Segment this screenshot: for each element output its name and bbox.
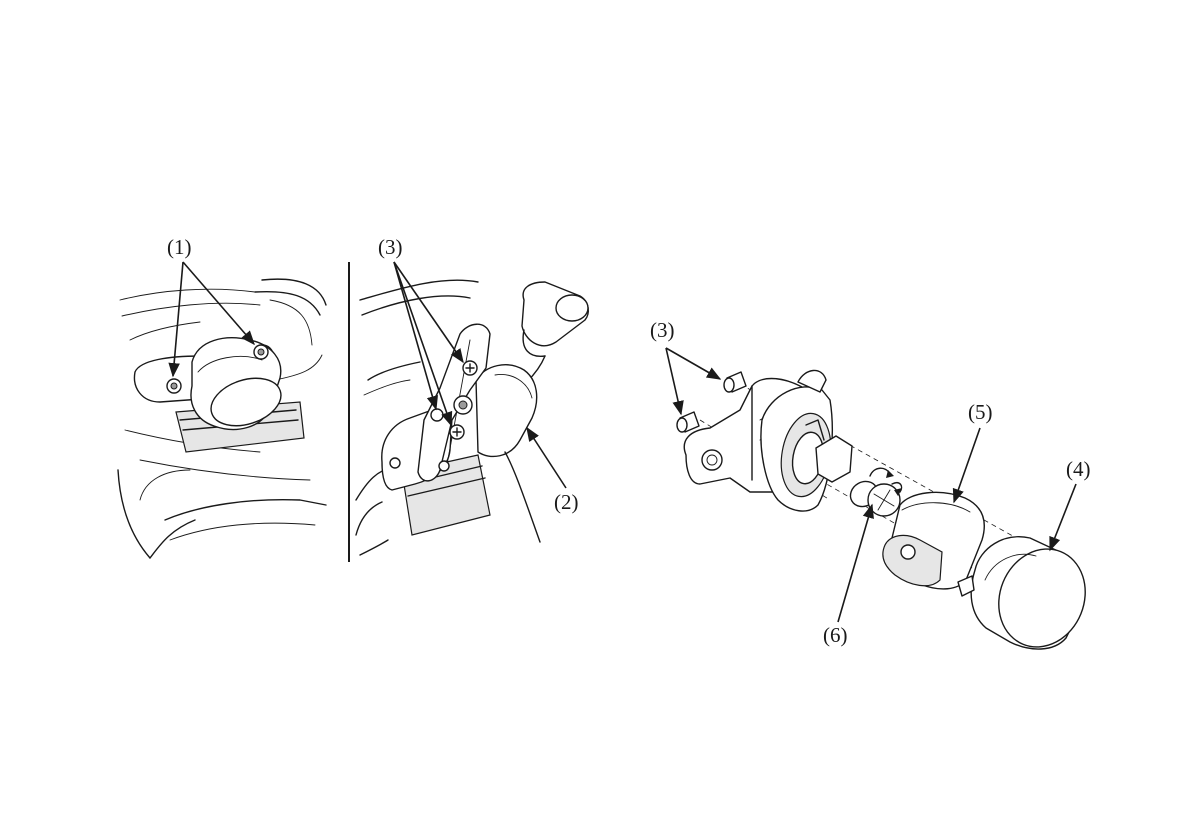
screw-upper bbox=[724, 372, 746, 392]
callout-label-6: (6) bbox=[823, 623, 848, 647]
callout-label-4: (4) bbox=[1066, 457, 1091, 481]
bulb bbox=[846, 468, 902, 516]
callout-label-1: (1) bbox=[167, 235, 192, 259]
callout-label-5: (5) bbox=[968, 400, 993, 424]
callout-label-3-right: (3) bbox=[650, 318, 675, 342]
lamp-cover bbox=[958, 536, 1100, 660]
right-panel-exploded-view bbox=[666, 348, 1100, 660]
callout-label-3-middle: (3) bbox=[378, 235, 403, 259]
callout-label-2: (2) bbox=[554, 490, 579, 514]
left-panel-illustration bbox=[118, 262, 326, 558]
screw-lower bbox=[677, 412, 699, 432]
